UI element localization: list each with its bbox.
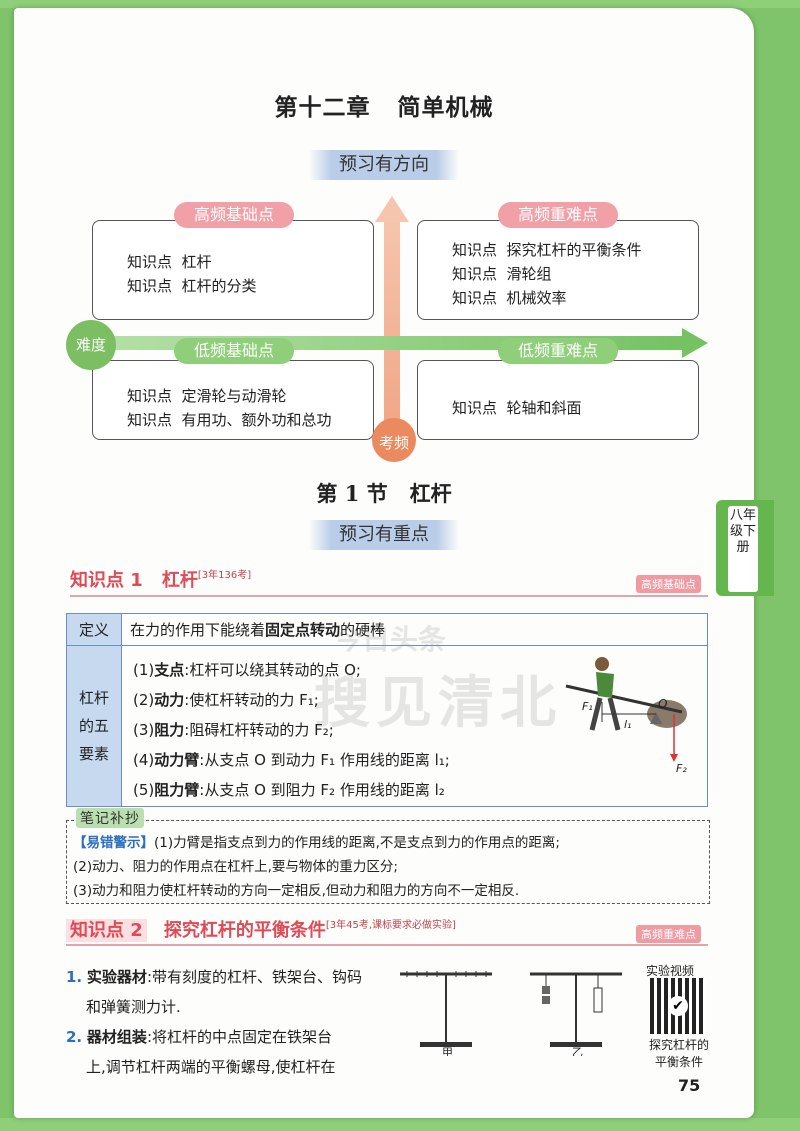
- grade-side-tab[interactable]: 八年级下册: [716, 500, 774, 596]
- qr-caption: 探究杠杆的平衡条件: [648, 1038, 709, 1069]
- element-row: (4)动力臂:从支点 O 到动力 F₁ 作用线的距离 l₁;: [133, 751, 450, 769]
- kp1-sup: [3年136考]: [197, 570, 252, 581]
- bottom-green-strip: [0, 1118, 800, 1131]
- note-line: 【易错警示】(1)力臂是指支点到力的作用线的距离,不是支点到力的作用点的距离;: [73, 835, 560, 851]
- kp1-tag: 高频基础点: [636, 575, 701, 593]
- label-high-hard: 高频重难点: [498, 202, 618, 228]
- axis-right-arrow: [682, 328, 708, 358]
- quadrant-item: 知识点 杠杆: [127, 253, 212, 271]
- label-low-basic: 低频基础点: [174, 338, 294, 364]
- note-line: (3)动力和阻力使杠杆转动的方向一定相反,但动力和阻力的方向不一定相反.: [73, 883, 520, 899]
- element-row: (2)动力:使杠杆转动的力 F₁;: [133, 691, 319, 709]
- book-page: 第十二章 简单机械 预习有方向 知识点 杠杆 知识点 杠杆的分类 高频基础点 知…: [14, 8, 754, 1118]
- quadrant-item: 知识点 有用功、额外功和总功: [127, 411, 332, 429]
- check-icon: ✔: [668, 996, 688, 1016]
- difficulty-axis-label: 难度: [66, 320, 116, 370]
- quadrant-high-basic: 知识点 杠杆 知识点 杠杆的分类: [92, 220, 374, 320]
- l1-label: l₁: [624, 718, 631, 731]
- quadrant-low-hard: 知识点 轮轴和斜面: [417, 360, 699, 440]
- kp2-tag: 高频重难点: [636, 925, 701, 943]
- definition-label: 定义: [66, 613, 122, 646]
- kp2-title: 探究杠杆的平衡条件: [163, 920, 326, 941]
- kp1-title: 杠杆: [161, 570, 198, 591]
- figure-yi: 乙: [530, 972, 622, 1056]
- figure-jia-label: 甲: [442, 1046, 453, 1056]
- elements-cell: (1)支点:杠杆可以绕其转动的点 O; (2)动力:使杠杆转动的力 F₁; (3…: [121, 645, 708, 807]
- figure-yi-label: 乙: [572, 1046, 583, 1056]
- step-line: 和弹簧测力计.: [86, 998, 181, 1016]
- kp2-rule: [66, 944, 708, 946]
- quadrant-low-basic: 知识点 定滑轮与动滑轮 知识点 有用功、额外功和总功: [92, 360, 374, 440]
- element-row: (5)阻力臂:从支点 O 到阻力 F₂ 作用线的距离 l₂: [133, 781, 445, 799]
- frequency-axis-label: 考频: [372, 418, 416, 462]
- figure-jia: 甲: [400, 971, 492, 1056]
- quadrant-item: 知识点 机械效率: [452, 289, 567, 307]
- page-number: 75: [678, 1076, 701, 1095]
- quadrant-high-hard: 知识点 探究杠杆的平衡条件 知识点 滑轮组 知识点 机械效率: [417, 220, 699, 320]
- notes-title: 笔记补抄: [76, 808, 144, 828]
- chapter-title: 第十二章 简单机械: [274, 94, 494, 121]
- element-row: (1)支点:杠杆可以绕其转动的点 O;: [133, 661, 361, 679]
- step-line: 1. 实验器材:带有刻度的杠杆、铁架台、钩码: [66, 968, 362, 986]
- side-tab-label: 八年级下册: [728, 506, 758, 592]
- frequency-axis: [384, 218, 400, 438]
- quadrant-item: 知识点 探究杠杆的平衡条件: [452, 241, 642, 259]
- label-high-basic: 高频基础点: [174, 202, 294, 228]
- definition-text: 在力的作用下能绕着固定点转动的硬棒: [121, 613, 708, 646]
- kp2-steps: 1. 实验器材:带有刻度的杠杆、铁架台、钩码 和弹簧测力计. 2. 器材组装:将…: [66, 962, 386, 1082]
- kp2-label: 知识点 2: [66, 919, 147, 942]
- qr-title: 实验视频: [646, 964, 695, 978]
- kp1-definition-table: 定义 在力的作用下能绕着固定点转动的硬棒 杠杆的五要素 (1)支点:杠杆可以绕其…: [66, 613, 708, 807]
- lever-illustration: O l₁ F₁ F₂: [565, 657, 687, 775]
- elements-label: 杠杆的五要素: [66, 645, 122, 807]
- preview-banner: 预习有方向: [309, 150, 459, 180]
- top-green-strip: [0, 0, 800, 8]
- quadrant-item: 知识点 滑轮组: [452, 265, 552, 283]
- pivot-label: O: [658, 697, 667, 711]
- step-line: 上,调节杠杆两端的平衡螺母,使杠杆在: [86, 1058, 336, 1076]
- qr-code[interactable]: ✔: [650, 978, 706, 1034]
- step-line: 2. 器材组装:将杠杆的中点固定在铁架台: [66, 1028, 332, 1046]
- note-line: (2)动力、阻力的作用点在杠杆上,要与物体的重力区分;: [73, 859, 398, 875]
- element-row: (3)阻力:阻碍杠杆转动的力 F₂;: [133, 721, 334, 739]
- kp1-rule: [70, 595, 708, 597]
- quadrant-item: 知识点 定滑轮与动滑轮: [127, 387, 287, 405]
- kp1-label: 知识点 1: [70, 570, 143, 591]
- quadrant-item: 知识点 杠杆的分类: [127, 277, 257, 295]
- f2-label: F₂: [676, 762, 687, 775]
- f1-label: F₁: [582, 700, 593, 713]
- notes-box: 【易错警示】(1)力臂是指支点到力的作用线的距离,不是支点到力的作用点的距离; …: [66, 820, 710, 904]
- kp2-sup: [3年45考,课标要求必做实验]: [325, 920, 456, 931]
- kp2-header: 知识点 2 探究杠杆的平衡条件[3年45考,课标要求必做实验]: [66, 916, 456, 942]
- section-title: 第 1 节 杠杆: [316, 481, 452, 506]
- axis-up-arrow: [375, 196, 409, 222]
- focus-banner: 预习有重点: [309, 520, 459, 550]
- label-low-hard: 低频重难点: [498, 338, 618, 364]
- kp1-header: 知识点 1 杠杆[3年136考]: [70, 566, 251, 592]
- quadrant-item: 知识点 轮轴和斜面: [452, 399, 582, 417]
